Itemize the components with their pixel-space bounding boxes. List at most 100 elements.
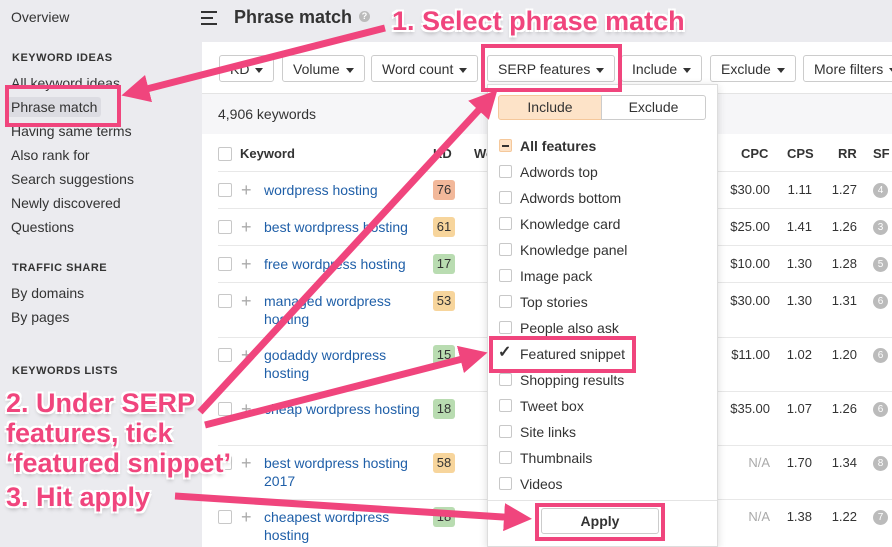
cpc-value: N/A: [748, 509, 770, 524]
keyword-link[interactable]: wordpress hosting: [264, 182, 378, 198]
feature-checkbox[interactable]: [499, 191, 512, 204]
arrow-3: [174, 492, 532, 532]
kd-badge: 61: [433, 217, 455, 237]
feature-option[interactable]: Site links: [520, 424, 577, 440]
row-checkbox[interactable]: [218, 348, 232, 362]
plus-icon[interactable]: +: [241, 399, 252, 419]
row-checkbox[interactable]: [218, 510, 232, 524]
plus-icon[interactable]: +: [241, 345, 252, 365]
keyword-link[interactable]: godaddy wordpress hosting: [264, 347, 387, 381]
feature-option[interactable]: Featured snippet: [520, 346, 626, 362]
apply-button[interactable]: Apply: [541, 508, 659, 534]
sidebar-item[interactable]: Also rank for: [11, 147, 90, 163]
feature-option[interactable]: Adwords top: [520, 164, 598, 180]
feature-option[interactable]: Shopping results: [520, 372, 625, 388]
column-header[interactable]: RR: [838, 146, 857, 161]
feature-option[interactable]: Top stories: [520, 294, 588, 310]
feature-option[interactable]: Adwords bottom: [520, 190, 622, 206]
feature-checkbox[interactable]: [499, 217, 512, 230]
hamburger-icon[interactable]: [201, 9, 217, 25]
feature-checkbox[interactable]: [499, 243, 512, 256]
arrow-1: [121, 24, 386, 103]
feature-checkbox[interactable]: [499, 477, 512, 490]
feature-option[interactable]: Image pack: [520, 268, 593, 284]
sf-badge[interactable]: 5: [873, 257, 888, 272]
feature-option[interactable]: Videos: [520, 476, 563, 492]
sf-badge[interactable]: 7: [873, 510, 888, 525]
feature-checkbox[interactable]: [499, 373, 512, 386]
column-header[interactable]: CPS: [787, 146, 814, 161]
cpc-value: $30.00: [730, 182, 770, 197]
plus-icon[interactable]: +: [241, 291, 252, 311]
caret-down-icon: [255, 67, 264, 73]
sidebar-item[interactable]: Questions: [11, 219, 75, 235]
feature-option[interactable]: Knowledge card: [520, 216, 621, 232]
row-checkbox[interactable]: [218, 220, 232, 234]
filter-button[interactable]: SERP features: [487, 55, 616, 82]
filter-button[interactable]: Exclude: [710, 55, 796, 82]
sf-badge[interactable]: 8: [873, 456, 888, 471]
feature-checkbox[interactable]: [499, 425, 512, 438]
kd-badge: 58: [433, 453, 455, 473]
feature-checkbox[interactable]: [499, 165, 512, 178]
column-header[interactable]: Keyword: [240, 146, 295, 161]
sf-badge[interactable]: 6: [873, 348, 888, 363]
feature-checkbox[interactable]: ✓: [498, 344, 512, 361]
feature-option[interactable]: People also ask: [520, 320, 619, 336]
keyword-link[interactable]: best wordpress hosting 2017: [264, 455, 408, 489]
caret-down-icon: [889, 67, 892, 73]
sidebar-overview[interactable]: Overview: [11, 9, 70, 25]
filter-button[interactable]: Volume: [282, 55, 365, 82]
row-checkbox[interactable]: [218, 456, 232, 470]
filter-button[interactable]: Include: [621, 55, 703, 82]
rr-value: 1.20: [831, 347, 857, 362]
plus-icon[interactable]: +: [241, 217, 252, 237]
sf-badge[interactable]: 6: [873, 294, 888, 309]
plus-icon[interactable]: +: [241, 180, 252, 200]
select-all-checkbox[interactable]: [218, 147, 232, 161]
kd-badge: 17: [433, 254, 455, 274]
sidebar-item[interactable]: Phrase match: [7, 97, 102, 117]
rr-value: 1.26: [831, 219, 857, 234]
plus-icon[interactable]: +: [241, 254, 252, 274]
plus-icon[interactable]: +: [241, 507, 252, 527]
keyword-link[interactable]: cheap wordpress hosting: [264, 401, 420, 417]
feature-option[interactable]: Thumbnails: [520, 450, 593, 466]
caret-down-icon: [683, 67, 692, 73]
sidebar-item[interactable]: Having same terms: [11, 123, 132, 139]
feature-checkbox[interactable]: [499, 451, 512, 464]
filter-button[interactable]: Word count: [371, 55, 479, 82]
feature-checkbox[interactable]: [499, 295, 512, 308]
sf-badge[interactable]: 4: [873, 183, 888, 198]
row-checkbox[interactable]: [218, 402, 232, 416]
exclude-toggle[interactable]: Exclude: [601, 95, 706, 120]
plus-icon[interactable]: +: [241, 453, 252, 473]
column-header[interactable]: SF: [873, 146, 890, 161]
keyword-link[interactable]: cheapest wordpress hosting: [264, 509, 390, 543]
feature-checkbox[interactable]: [499, 399, 512, 412]
feature-option[interactable]: Tweet box: [520, 398, 584, 414]
row-checkbox[interactable]: [218, 257, 232, 271]
sidebar-item[interactable]: Newly discovered: [11, 195, 121, 211]
cpc-value: $35.00: [730, 401, 770, 416]
all-features-label[interactable]: All features: [520, 138, 597, 154]
sf-badge[interactable]: 6: [873, 402, 888, 417]
column-header[interactable]: CPC: [741, 146, 769, 161]
sf-badge[interactable]: 3: [873, 220, 888, 235]
feature-checkbox[interactable]: [499, 321, 512, 334]
kd-badge: 15: [433, 345, 455, 365]
filter-label: Volume: [293, 61, 340, 77]
page-title: Phrase match: [234, 7, 353, 27]
feature-checkbox[interactable]: [499, 269, 512, 282]
include-toggle[interactable]: Include: [498, 95, 602, 120]
cps-value: 1.30: [786, 293, 812, 308]
all-features-checkbox[interactable]: [499, 139, 512, 152]
feature-option[interactable]: Knowledge panel: [520, 242, 628, 258]
help-icon[interactable]: ?: [359, 11, 370, 22]
row-checkbox[interactable]: [218, 294, 232, 308]
row-checkbox[interactable]: [218, 183, 232, 197]
sidebar-item-by-pages[interactable]: By pages: [11, 309, 70, 325]
filter-button[interactable]: More filters: [803, 55, 892, 82]
sidebar-item[interactable]: Search suggestions: [11, 171, 134, 187]
sidebar-item-by-domains[interactable]: By domains: [11, 285, 85, 301]
